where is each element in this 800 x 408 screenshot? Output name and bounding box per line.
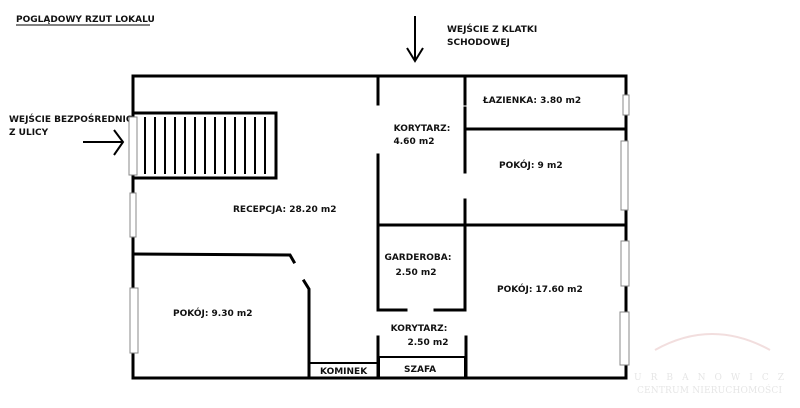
room-label-recepcja: RECEPCJA: 28.20 m2 xyxy=(233,205,337,215)
staircase-entrance-label-2: SCHODOWEJ xyxy=(447,38,510,48)
room-label-pokoj-9: POKÓJ: 9 m2 xyxy=(499,159,563,171)
room-area-korytarz-1: 4.60 m2 xyxy=(394,137,435,147)
street-entrance-label-1: WEJŚCIE BEZPOŚREDNIO xyxy=(9,113,134,125)
room-area-korytarz-2: 2.50 m2 xyxy=(408,338,449,348)
interior-walls xyxy=(131,74,628,380)
room-area-garderoba: 2.50 m2 xyxy=(396,268,437,278)
plan-title: POGLĄDOWY RZUT LOKALU xyxy=(16,15,155,25)
street-entrance-label-2: Z ULICY xyxy=(9,128,49,138)
wardrobe xyxy=(378,356,466,379)
arrow-down-icon xyxy=(406,16,424,63)
stairs xyxy=(131,111,278,180)
label-szafa: SZAFA xyxy=(404,365,436,375)
arrow-right-icon xyxy=(83,129,125,156)
room-label-pokoj-17-60: POKÓJ: 17.60 m2 xyxy=(497,283,583,295)
room-label-garderoba: GARDEROBA: xyxy=(384,253,451,263)
svg-text:CENTRUM NIERUCHOMOŚCI: CENTRUM NIERUCHOMOŚCI xyxy=(637,384,782,396)
svg-text:URBANOWICZ: URBANOWICZ xyxy=(634,373,784,383)
staircase-entrance-label-1: WEJŚCIE Z KLATKI xyxy=(447,23,537,35)
label-kominek: KOMINEK xyxy=(320,367,368,377)
room-label-korytarz-1: KORYTARZ: xyxy=(394,124,451,134)
street-door xyxy=(128,116,138,176)
room-label-lazienka: ŁAZIENKA: 3.80 m2 xyxy=(482,96,581,106)
watermark-logo: URBANOWICZ CENTRUM NIERUCHOMOŚCI xyxy=(634,333,784,396)
room-label-pokoj-9-30: POKÓJ: 9.30 m2 xyxy=(173,307,253,319)
windows xyxy=(128,94,630,366)
room-label-korytarz-2: KORYTARZ: xyxy=(391,324,448,334)
